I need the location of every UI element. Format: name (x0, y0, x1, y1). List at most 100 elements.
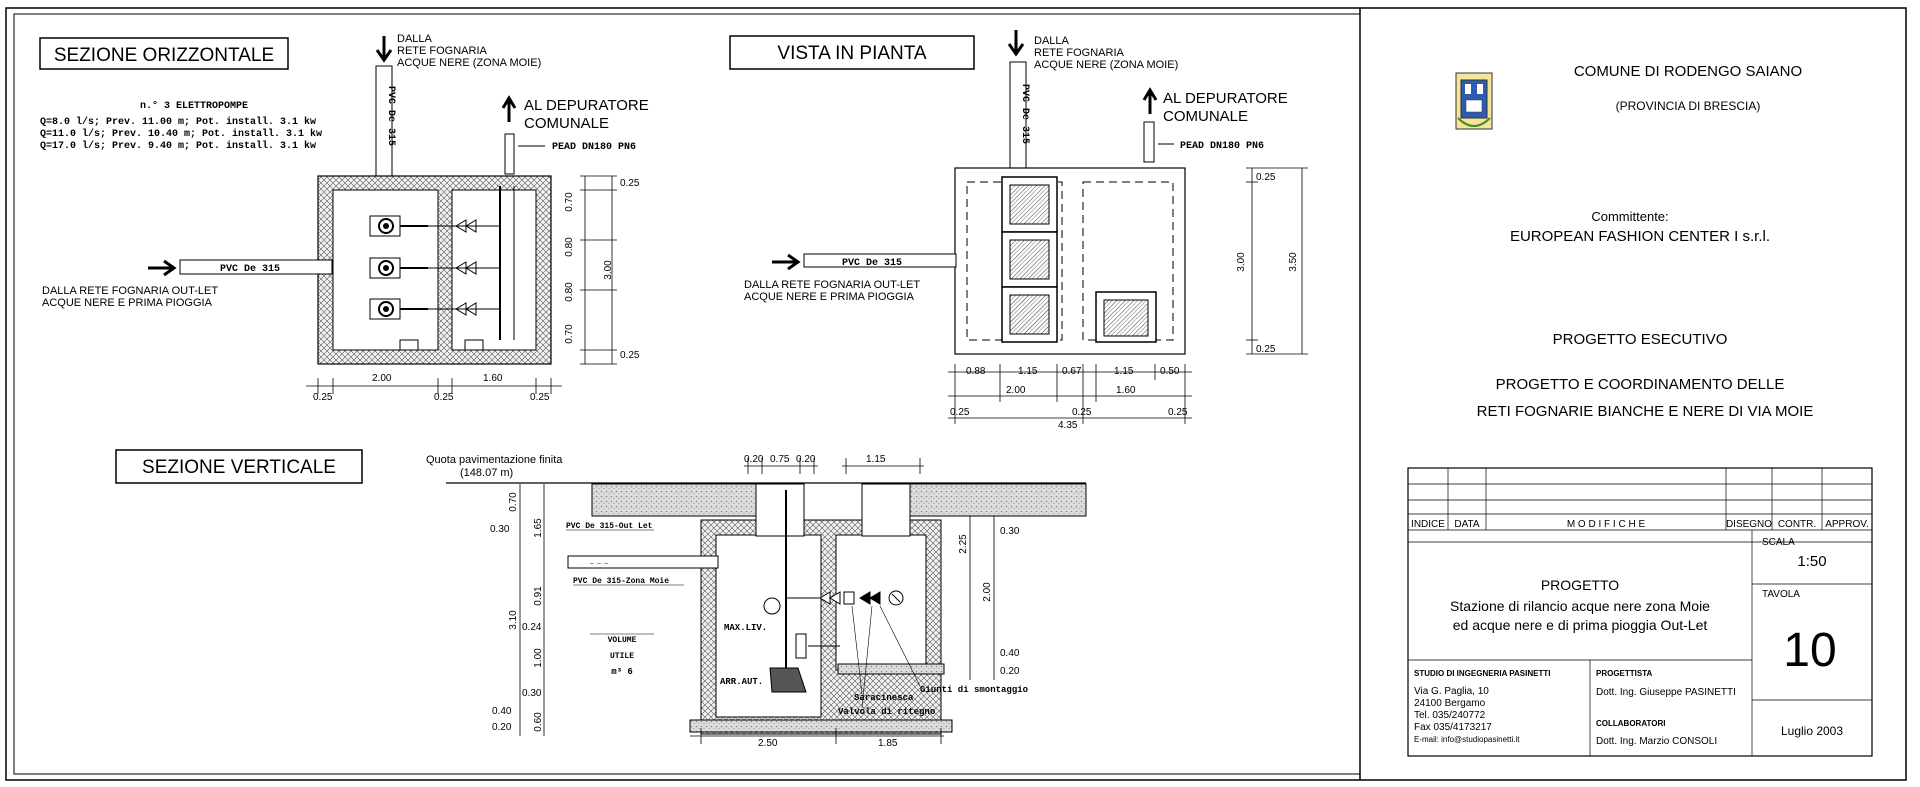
plan-dims-bottom (306, 378, 562, 394)
top-dim-b1: 0.88 (966, 366, 986, 377)
top-dim-r3: 0.25 (1256, 344, 1276, 355)
volume-label-3: m³ 6 (611, 667, 633, 677)
top-inlet-line2: RETE FOGNARIA (1034, 47, 1125, 59)
top-dim-total: 3.50 (1288, 252, 1299, 272)
plan-section-view: SEZIONE ORIZZONTALE DALLA RETE FOGNARIA … (39, 33, 649, 403)
top-outlet-line1: AL DEPURATORE (1163, 90, 1288, 107)
project-title-line2: RETI FOGNARIE BIANCHE E NERE DI VIA MOIE (1477, 403, 1814, 420)
plan-horizontal-pipe (179, 259, 333, 275)
giunti-label: Giunti di smontaggio (920, 685, 1028, 695)
plan-inlet-line1: DALLA (397, 33, 433, 45)
top-inlet-left-arrow-icon (772, 253, 801, 271)
plan-outlet-pipe (504, 133, 515, 175)
vertical-section-title: SEZIONE VERTICALE (142, 457, 336, 478)
top-dim-total-bottom: 4.35 (1058, 420, 1078, 431)
vertical-section-title-box (115, 449, 363, 484)
vs-dim-t2: 0.75 (770, 454, 790, 465)
pump-spec-1: Q=8.0 l/s; Prev. 11.00 m; Pot. install. … (40, 116, 316, 128)
vs-dim-r4: 0.40 (1000, 648, 1020, 659)
title-table (1407, 467, 1873, 757)
progetto-desc-1: Stazione di rilancio acque nere zona Moi… (1450, 598, 1710, 614)
inlet-arrow-down-icon (375, 36, 393, 63)
floor-level-value: (148.07 m) (460, 467, 513, 479)
plan-inlet-left-line1: DALLA RETE FOGNARIA OUT-LET (42, 285, 218, 297)
project-phase: PROGETTO ESECUTIVO (1553, 331, 1728, 348)
pumps-title: n.° 3 ELETTROPOMPE (140, 100, 248, 112)
pipe-note: — — — (589, 560, 608, 567)
plan-horizontal-pipe-label: PVC De 315 (220, 264, 280, 275)
vs-dim-l7: 1.00 (533, 648, 544, 668)
title-block: COMUNE DI RODENGO SAIANO (PROVINCIA DI B… (1407, 63, 1873, 757)
vs-dim-l10: 0.20 (492, 722, 512, 733)
plan-dim-b4: 1.60 (483, 373, 503, 384)
top-dim-b4: 1.15 (1114, 366, 1134, 377)
max-level-label: MAX.LIV. (724, 623, 767, 633)
vs-dim-l4: 3.10 (508, 610, 519, 630)
vs-dim-l5: 0.91 (533, 586, 544, 606)
top-view-title-box (729, 35, 975, 70)
top-outlet-line2: COMUNALE (1163, 108, 1248, 125)
top-inlet-left-line1: DALLA RETE FOGNARIA OUT-LET (744, 279, 920, 291)
vs-dim-b2: 1.85 (878, 738, 898, 749)
pipe-outlet-label: PVC De 315-Out Let (566, 522, 653, 531)
rev-header-index: INDICE (1411, 519, 1445, 530)
vs-dim-t1: 0.20 (744, 454, 764, 465)
collab-label: COLLABORATORI (1596, 719, 1665, 728)
pump-spec-3: Q=17.0 l/s; Prev. 9.40 m; Pot. install. … (40, 140, 316, 152)
studio-tel: Tel. 035/240772 (1414, 710, 1486, 721)
volume-label-2: UTILE (610, 652, 634, 661)
plan-section-title: SEZIONE ORIZZONTALE (54, 45, 274, 66)
valvola-label: Valvola di ritegno (838, 707, 935, 717)
plan-dim-r2: 0.70 (564, 192, 575, 212)
top-dim-b6: 2.00 (1006, 385, 1026, 396)
vs-dim-b1: 2.50 (758, 738, 778, 749)
pump-spec-2: Q=11.0 l/s; Prev. 10.40 m; Pot. install.… (40, 128, 322, 140)
client-name: EUROPEAN FASHION CENTER I s.r.l. (1510, 228, 1770, 245)
scale-value: 1:50 (1797, 553, 1826, 570)
top-view-title: VISTA IN PIANTA (777, 43, 927, 64)
studio-fax: Fax 035/4173217 (1414, 722, 1492, 733)
sheet-label: TAVOLA (1762, 589, 1800, 600)
top-horizontal-pipe-label: PVC De 315 (842, 258, 902, 269)
designer-label: PROGETTISTA (1596, 669, 1653, 678)
plan-dim-b5: 0.25 (530, 392, 550, 403)
volume-label-1: VOLUME (608, 636, 637, 645)
plan-inlet-line2: RETE FOGNARIA (397, 45, 488, 57)
top-dim-b3: 0.67 (1062, 366, 1082, 377)
studio-email: E-mail: info@studiopasinetti.it (1414, 735, 1520, 744)
plan-outlet-line2: COMUNALE (524, 115, 609, 132)
rev-header-changes: M O D I F I C H E (1567, 519, 1646, 530)
top-dim-b9: 0.25 (1072, 407, 1092, 418)
plan-pumps (369, 186, 515, 351)
rev-header-date: DATA (1454, 519, 1480, 530)
vs-dim-l1: 0.70 (508, 492, 519, 512)
pipe-moie-label: PVC De 315-Zona Moie (573, 577, 669, 586)
plan-dim-total: 3.00 (603, 260, 614, 280)
vs-dim-r1: 0.30 (1000, 526, 1020, 537)
coat-of-arms-icon (1455, 72, 1493, 130)
saracinesca-label: Saracinesca (854, 693, 914, 703)
pump-stop-label: ARR.AUT. (720, 677, 763, 687)
plan-dim-r5: 0.70 (564, 324, 575, 344)
plan-dim-r1: 0.25 (620, 178, 640, 189)
vs-dim-l11: 0.60 (533, 712, 544, 732)
top-outlet-arrow-icon (1142, 87, 1158, 114)
top-dims-right (1246, 167, 1308, 355)
date: Luglio 2003 (1781, 724, 1843, 738)
top-dim-b10: 0.25 (1168, 407, 1188, 418)
vs-dim-r5: 0.20 (1000, 666, 1020, 677)
municipality: COMUNE DI RODENGO SAIANO (1574, 63, 1802, 80)
studio-name: STUDIO DI INGEGNERIA PASINETTI (1414, 669, 1550, 678)
top-inlet-left-line2: ACQUE NERE E PRIMA PIOGGIA (744, 291, 915, 303)
top-view: VISTA IN PIANTA DALLA RETE FOGNARIA ACQU… (729, 30, 1308, 431)
plan-outlet-pipe-label: PEAD DN180 PN6 (552, 142, 636, 153)
vs-dim-l3: 1.65 (533, 518, 544, 538)
top-dim-b7: 1.60 (1116, 385, 1136, 396)
plan-section-title-box (39, 37, 289, 70)
province: (PROVINCIA DI BRESCIA) (1616, 99, 1761, 113)
top-outlet-pipe (1143, 121, 1155, 163)
top-inlet-line3: ACQUE NERE (ZONA MOIE) (1034, 59, 1178, 71)
top-dims-bottom (948, 364, 1192, 424)
top-dim-b5: 0.50 (1160, 366, 1180, 377)
